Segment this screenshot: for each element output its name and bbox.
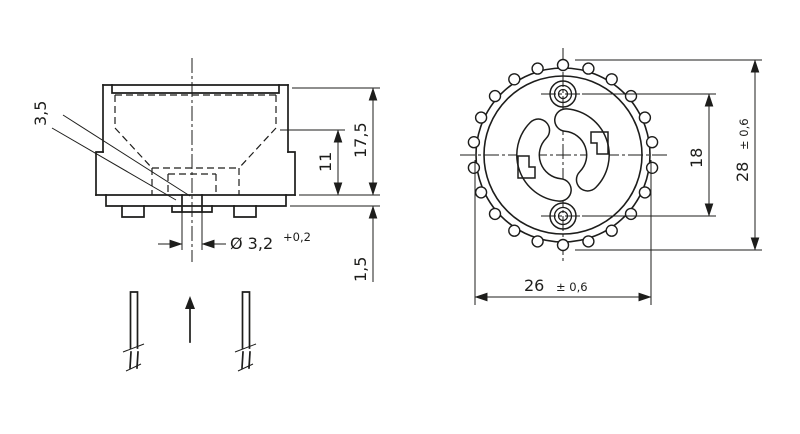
pin-hole-edges bbox=[181, 194, 203, 213]
dim-28-tolerance-label: ± 0,6 bbox=[737, 118, 751, 150]
front-view: 18 28 ± 0,6 26 ± 0,6 bbox=[460, 48, 762, 305]
lamp-pins bbox=[122, 291, 257, 372]
knurl-notch bbox=[488, 207, 502, 221]
mounting-tab-right bbox=[233, 205, 257, 218]
knurl-notch bbox=[605, 224, 618, 237]
knurl-notch bbox=[467, 135, 481, 149]
knurl-notch bbox=[638, 111, 652, 124]
dimension-26: 26 ± 0,6 bbox=[474, 160, 652, 305]
knurl-notch bbox=[467, 161, 481, 175]
dim-17-5-label: 17,5 bbox=[351, 122, 370, 158]
knurl-notch bbox=[645, 135, 659, 149]
inner-ring bbox=[483, 75, 643, 235]
dim-11-label: 11 bbox=[316, 152, 335, 172]
contact-left bbox=[517, 155, 536, 179]
knurl-notch bbox=[556, 238, 570, 252]
mounting-tab-left bbox=[121, 205, 145, 218]
lamp-pin-right bbox=[234, 291, 257, 372]
knurl-notch bbox=[582, 235, 595, 248]
knurl-notch bbox=[474, 186, 488, 199]
knurl-notch bbox=[531, 235, 544, 248]
dim-28-label: 28 bbox=[733, 162, 752, 182]
dimension-18: 18 bbox=[582, 93, 716, 217]
knurl-notch bbox=[508, 73, 521, 86]
dimension-hole-diameter: Ø 3,2 +0,2 bbox=[158, 212, 311, 253]
hidden-cavity-lines bbox=[114, 94, 277, 195]
dim-26-label: 26 bbox=[524, 276, 544, 295]
dimension-11: 11 bbox=[280, 129, 345, 196]
dim-1-5-label: 1,5 bbox=[351, 257, 370, 282]
bayonet-slots bbox=[516, 108, 610, 202]
dim-18-label: 18 bbox=[687, 148, 706, 168]
dim-hole-tolerance-label: +0,2 bbox=[283, 230, 311, 244]
center-boss bbox=[171, 205, 213, 213]
knurl-notch bbox=[624, 89, 638, 103]
side-view: 3,5 17,5 11 1,5 Ø 3,2 +0,2 bbox=[31, 58, 380, 372]
dim-3-5-label: 3,5 bbox=[31, 101, 50, 126]
lamp-pin-left bbox=[122, 291, 145, 372]
insertion-direction-arrow-icon bbox=[185, 296, 195, 343]
dim-hole-label: Ø 3,2 bbox=[230, 234, 273, 253]
knurl-notch bbox=[531, 62, 544, 75]
screw-hole-bottom bbox=[541, 202, 585, 230]
screw-hole-top bbox=[541, 80, 585, 108]
knurl-notch bbox=[645, 161, 659, 175]
knurl-notch bbox=[624, 207, 638, 221]
knurl-notch bbox=[556, 58, 570, 72]
knurl-notch bbox=[508, 224, 521, 237]
knurl-notch bbox=[474, 111, 488, 124]
contact-right bbox=[590, 131, 609, 155]
knurl-scallops bbox=[467, 58, 659, 252]
dimension-3-5: 3,5 bbox=[31, 101, 191, 201]
dimension-17-5: 17,5 bbox=[292, 87, 380, 196]
dim-26-tolerance-label: ± 0,6 bbox=[556, 280, 588, 294]
knurl-notch bbox=[605, 73, 618, 86]
dimension-28: 28 ± 0,6 bbox=[575, 59, 762, 251]
socket-body-outline bbox=[95, 84, 296, 218]
knurl-notch bbox=[582, 62, 595, 75]
knurl-notch bbox=[488, 89, 502, 103]
knurl-notch bbox=[638, 186, 652, 199]
dimension-1-5: 1,5 bbox=[290, 205, 380, 282]
